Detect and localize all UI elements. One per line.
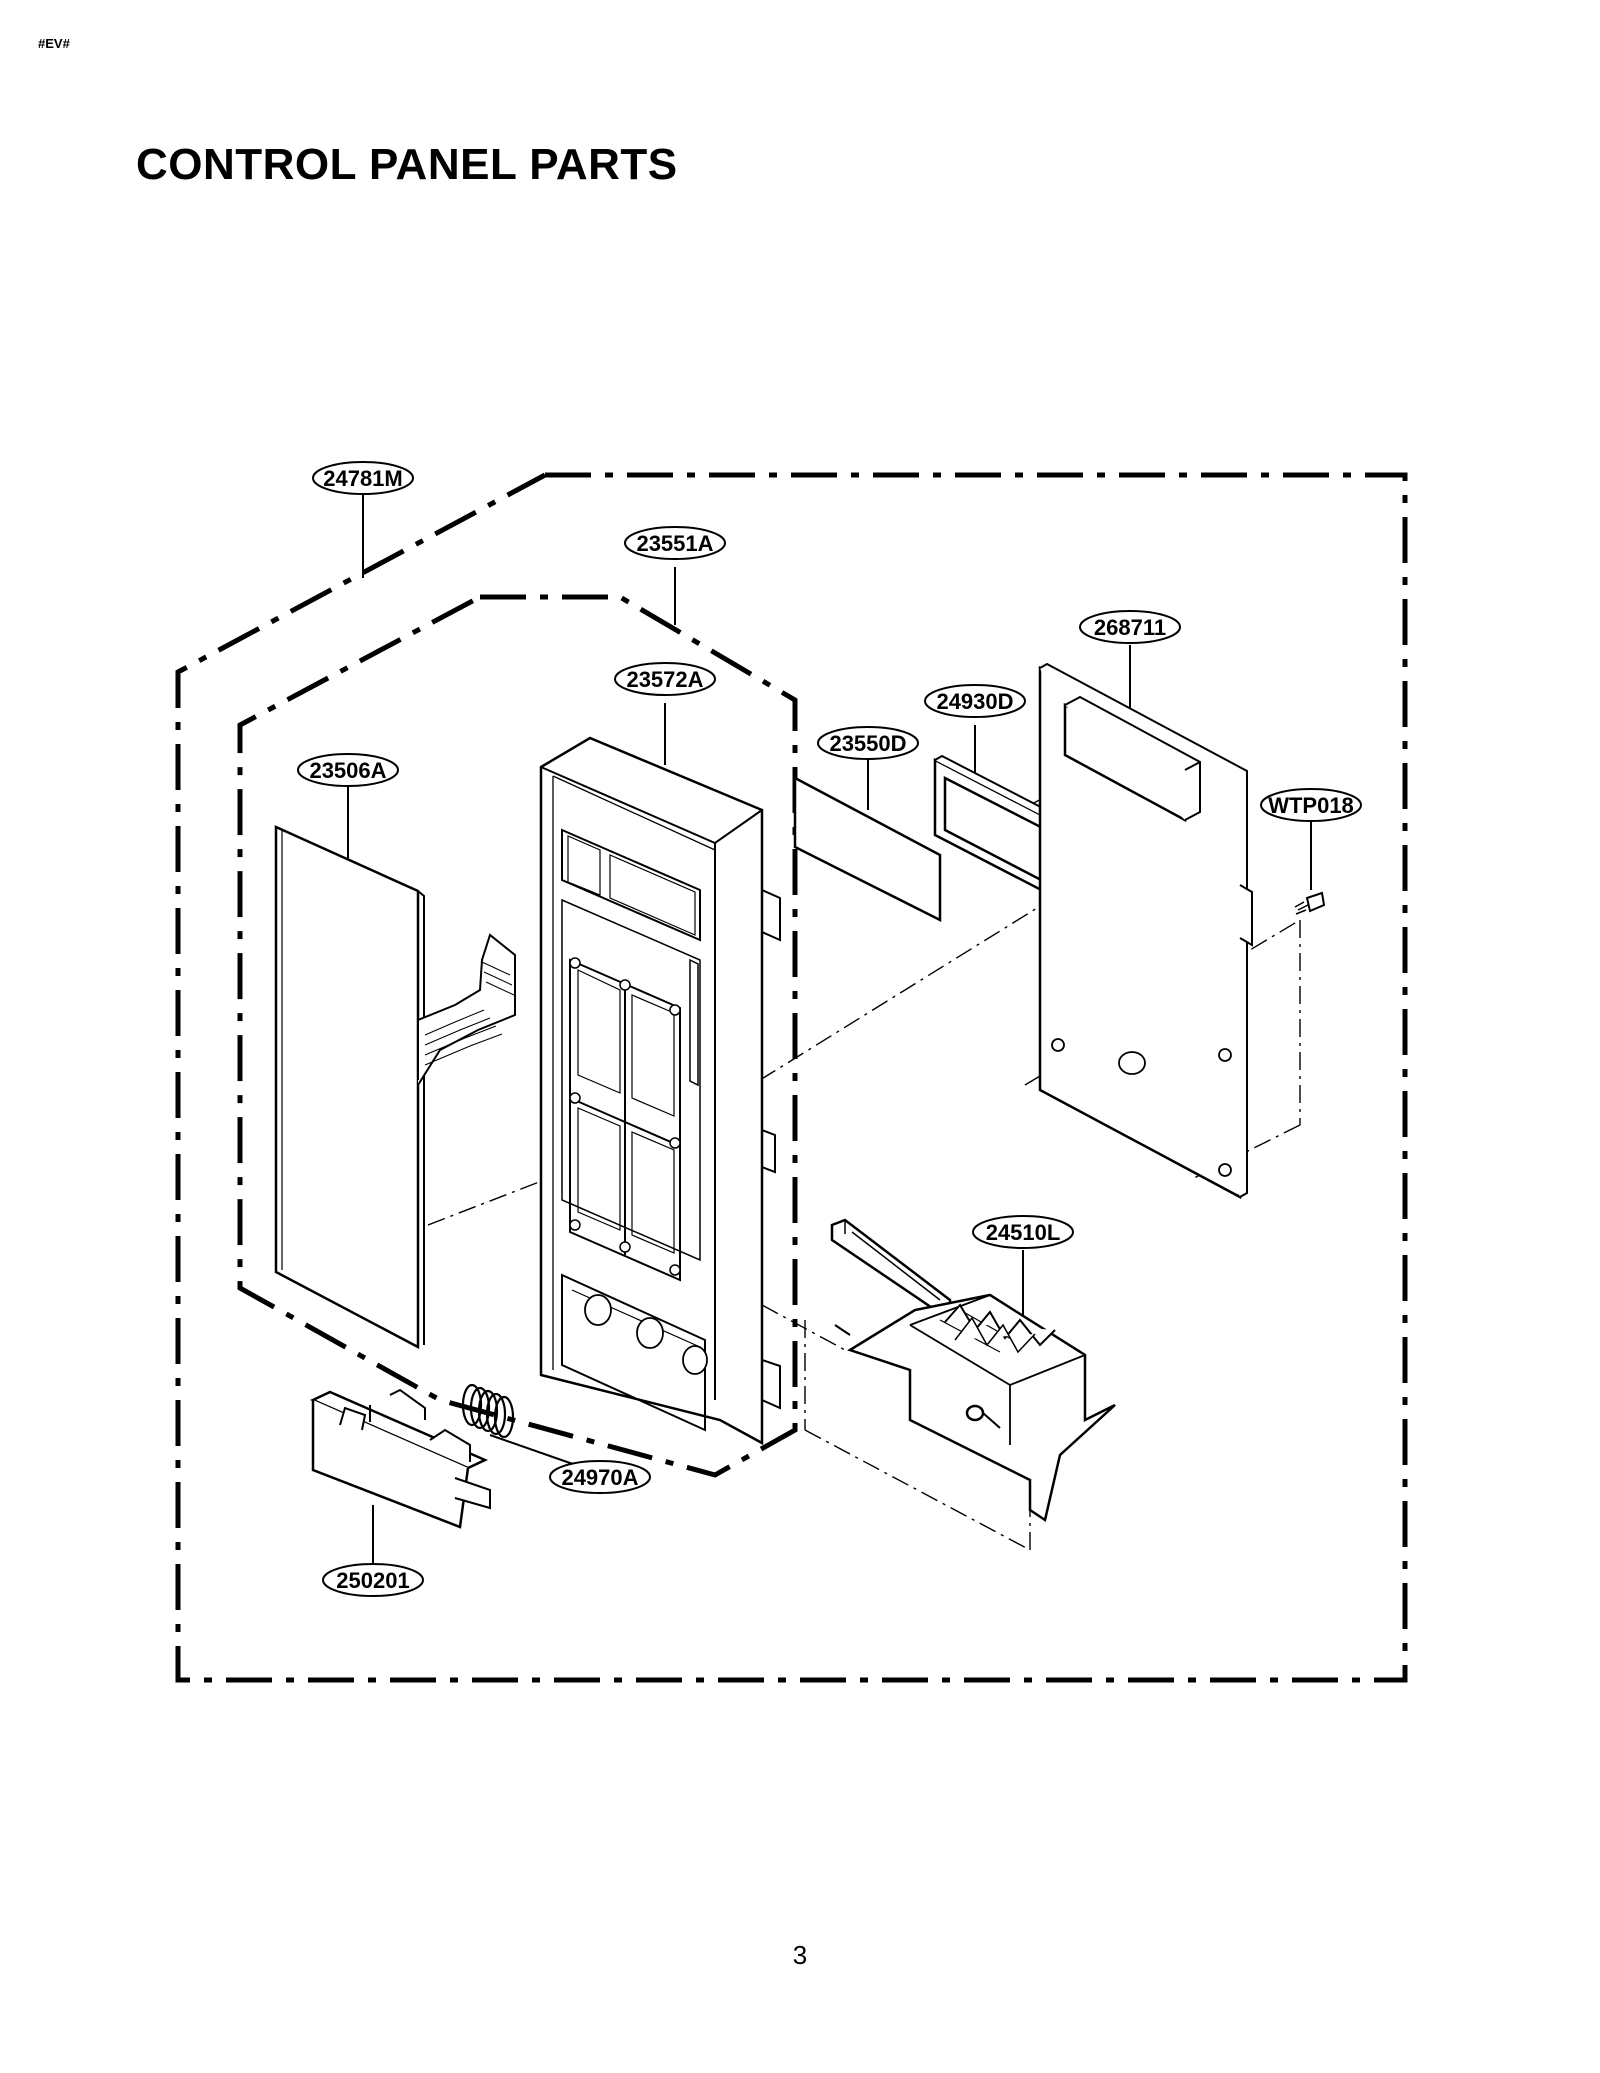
screw-WTP018: [1294, 891, 1326, 915]
door-button-250201: [309, 1388, 491, 1529]
assembly-boundary-outer: [175, 472, 1408, 1683]
callout-label: 24781M: [323, 466, 403, 491]
callout-label: 23551A: [636, 531, 713, 556]
page-title: CONTROL PANEL PARTS: [136, 140, 678, 189]
callout-label: 23572A: [626, 667, 703, 692]
assembly-boundary-inner: [237, 594, 798, 1478]
callout-23551A: 23551A: [624, 526, 726, 560]
callout-24510L: 24510L: [972, 1215, 1074, 1249]
callout-250201: 250201: [322, 1563, 424, 1597]
document-code: #EV#: [38, 36, 70, 51]
callout-label: 24510L: [986, 1220, 1061, 1245]
part-callouts: 24781M 23551A 23572A 23506A 23550D 24930…: [297, 461, 1362, 1597]
callout-24970A: 24970A: [549, 1460, 651, 1494]
callout-23550D: 23550D: [817, 726, 919, 760]
callout-268711: 268711: [1079, 610, 1181, 644]
page-number: 3: [792, 1940, 808, 1970]
callout-label: 24930D: [936, 689, 1013, 714]
membrane-sheet-23506A: [274, 825, 516, 1350]
control-panel-frame-23572A: [539, 736, 781, 1446]
callout-label: 23506A: [309, 758, 386, 783]
callout-23506A: 23506A: [297, 753, 399, 787]
callout-label: 268711: [1094, 615, 1166, 640]
callout-23572A: 23572A: [614, 662, 716, 696]
callout-24781M: 24781M: [312, 461, 414, 495]
callout-WTP018: WTP018: [1260, 788, 1362, 822]
callout-24930D: 24930D: [924, 684, 1026, 718]
callout-label: 24970A: [561, 1465, 638, 1490]
callout-label: WTP018: [1268, 793, 1354, 818]
pcb-268711: [1038, 662, 1253, 1200]
door-lever-24510L: [830, 1218, 1116, 1523]
window-film-23550D: [793, 775, 942, 923]
spring-24970A: [461, 1383, 515, 1439]
callout-label: 23550D: [829, 731, 906, 756]
callout-label: 250201: [336, 1568, 409, 1593]
